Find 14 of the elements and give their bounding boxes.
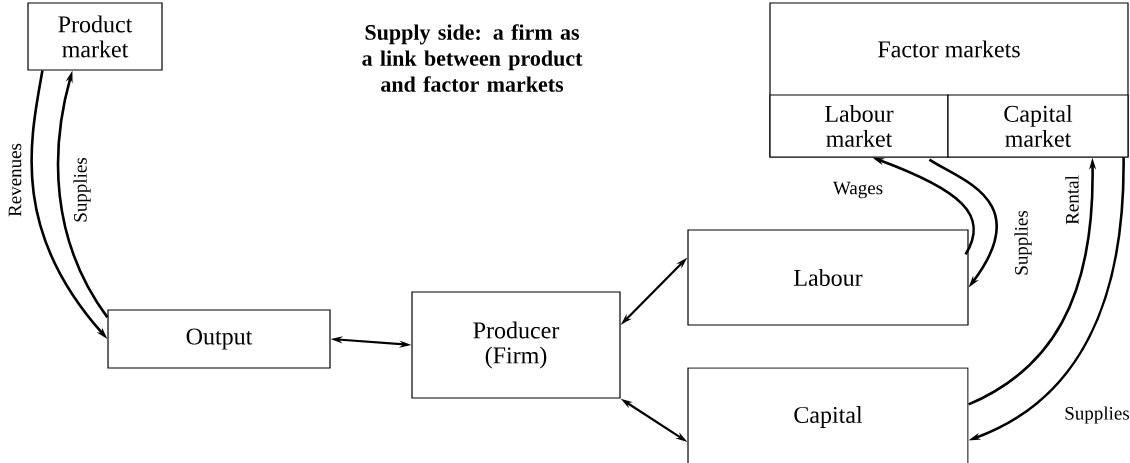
market-box: Labour market — [769, 94, 949, 158]
process-box: Labour — [687, 229, 969, 326]
edge-label: Rental — [1064, 174, 1080, 226]
process-box: Product market — [27, 2, 163, 71]
process-box: Producer (Firm) — [411, 291, 621, 399]
edge-label: Supplies — [1063, 405, 1130, 425]
market-box: Capital market — [947, 94, 1129, 158]
process-box: Output — [107, 309, 331, 369]
edge-label: Revenues — [7, 142, 23, 218]
edge-label: Supplies — [1013, 209, 1033, 277]
edge-label: Supplies — [72, 156, 92, 224]
title: Supply side: a firm as a link between product and factor markets — [362, 24, 583, 92]
process-box: Capital — [687, 367, 969, 463]
edge-label: Wages — [831, 180, 885, 200]
